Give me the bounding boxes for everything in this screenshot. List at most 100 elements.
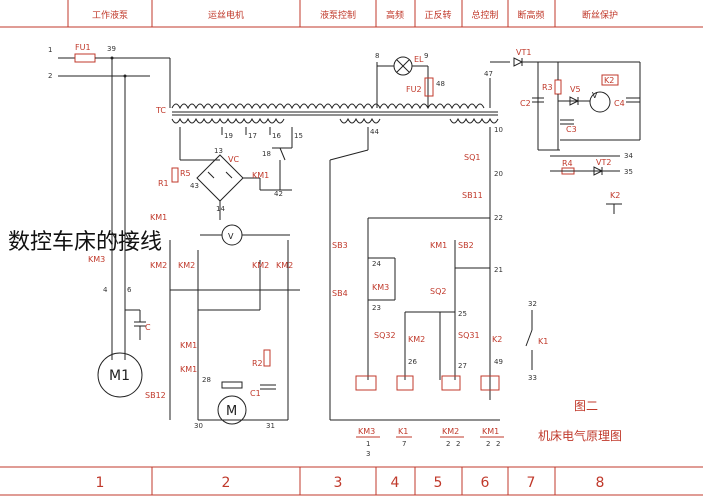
coil-num: 2 xyxy=(496,440,500,448)
overlay-caption: 数控车床的接线 xyxy=(8,230,162,255)
motor-m-label: M xyxy=(226,404,237,419)
transformer-label: TC xyxy=(155,106,166,115)
transistor xyxy=(589,91,611,113)
contact-label: KM1 xyxy=(430,241,447,250)
contact-label: KM3 xyxy=(372,283,389,292)
node-num: 21 xyxy=(494,266,503,274)
control-columns: 8 9 48 EL FU2 47 VT1 44 10 20 22 21 24 2… xyxy=(329,48,640,421)
node-num: 8 xyxy=(375,52,379,60)
node-num: 28 xyxy=(202,376,211,384)
relay-label: K2 xyxy=(492,335,502,344)
limit-label: SQ1 xyxy=(464,153,480,162)
footer-band: 1 2 3 4 5 6 7 8 xyxy=(0,466,703,496)
node-num: 43 xyxy=(190,182,199,190)
motor-m1 xyxy=(97,352,143,398)
header-band: 工作液泵 运丝电机 液泵控制 高频 正反转 总控制 断高频 断丝保护 xyxy=(0,0,703,28)
switch-label: SB3 xyxy=(332,241,348,250)
switch-label: SB2 xyxy=(458,241,474,250)
diode-label: VT1 xyxy=(516,48,531,57)
contact-label: KM3 xyxy=(88,255,105,264)
footer-cell: 4 xyxy=(391,475,400,491)
node-num: 17 xyxy=(248,132,257,140)
node-num: 44 xyxy=(370,128,379,136)
rectifier-label: VC xyxy=(228,155,239,164)
footer-cell: 6 xyxy=(481,475,490,491)
switch-label: SB11 xyxy=(462,191,483,200)
node-num: 25 xyxy=(458,310,467,318)
protection-circuit: C2 R3 C3 V5 V K2 C4 34 R4 VT2 35 K2 xyxy=(520,62,641,214)
resistor-label: R2 xyxy=(252,359,263,368)
diode-label: V5 xyxy=(570,85,581,94)
switch-label: SB12 xyxy=(145,391,166,400)
node-num: 27 xyxy=(458,362,467,370)
k1-contact: 32 K1 33 xyxy=(525,300,548,382)
rectifier-vc: VC 13 43 14 V 18 42 KM1 R1 R5 xyxy=(158,127,293,246)
node-num: 32 xyxy=(528,300,537,308)
node-num: 39 xyxy=(107,45,116,53)
node-num: 31 xyxy=(266,422,275,430)
node-num: 22 xyxy=(494,214,503,222)
capacitor-label: C2 xyxy=(520,99,531,108)
node-num: 16 xyxy=(272,132,281,140)
resistor-r1 xyxy=(171,167,179,183)
contact-label: KM1 xyxy=(180,341,197,350)
coil-name: KM1 xyxy=(482,427,499,436)
node-num: 42 xyxy=(274,190,283,198)
coil-name: KM3 xyxy=(358,427,375,436)
footer-cell: 1 xyxy=(96,475,105,491)
coil-num: 2 xyxy=(486,440,490,448)
footer-cell: 5 xyxy=(434,475,443,491)
header-cell: 正反转 xyxy=(424,9,451,21)
coil-name: K1 xyxy=(398,427,408,436)
contact-label: K1 xyxy=(538,337,548,346)
node-num: 35 xyxy=(624,168,633,176)
motor-m1-circuit: KM3 4 6 C M1 SB12 xyxy=(88,231,166,400)
contact-label: KM2 xyxy=(276,261,293,270)
coil-name: KM2 xyxy=(442,427,459,436)
node-num: 1 xyxy=(48,46,52,54)
node-num: 24 xyxy=(372,260,381,268)
node-num: 2 xyxy=(48,72,52,80)
node-num: 30 xyxy=(194,422,203,430)
node-num: 47 xyxy=(484,70,493,78)
contact-label: KM1 xyxy=(180,365,197,374)
contact-label: KM2 xyxy=(178,261,195,270)
node-num: 4 xyxy=(103,286,108,294)
transistor-label: V xyxy=(592,91,598,100)
relay-k2 xyxy=(601,74,619,86)
header-cell: 高频 xyxy=(386,9,404,21)
figure-caption: 机床电气原理图 xyxy=(538,428,622,443)
capacitor-label: C4 xyxy=(614,99,625,108)
relay-label: K2 xyxy=(604,76,614,85)
transformer-tc: TC 19 17 16 15 xyxy=(155,103,499,140)
capacitor-label: C3 xyxy=(566,125,577,134)
header-cell: 液泵控制 xyxy=(320,9,356,21)
limit-label: SQ2 xyxy=(430,287,446,296)
resistor-label: R1 xyxy=(158,179,169,188)
limit-label: SQ32 xyxy=(374,331,396,340)
coil-num: 7 xyxy=(402,440,406,448)
coil-legend: KM3 1 3 K1 7 KM2 2 2 KM1 2 2 xyxy=(356,427,504,458)
capacitor-label: C xyxy=(145,323,151,332)
footer-cell: 2 xyxy=(222,475,231,491)
resistor-label: R3 xyxy=(542,83,553,92)
coil-num: 2 xyxy=(446,440,450,448)
coil-km1 xyxy=(480,375,500,391)
node-num: 20 xyxy=(494,170,503,178)
contact-label: KM2 xyxy=(150,261,167,270)
coil-km3 xyxy=(355,375,377,391)
contact-label: KM1 xyxy=(252,171,269,180)
node-num: 13 xyxy=(214,147,223,155)
node-num: 23 xyxy=(372,304,381,312)
header-cell: 断高频 xyxy=(517,9,544,21)
node-num: 34 xyxy=(624,152,633,160)
resistor-label: R4 xyxy=(562,159,573,168)
fuse-fu1 xyxy=(74,53,96,63)
coil-num: 3 xyxy=(366,450,370,458)
lamp-label: EL xyxy=(414,55,424,64)
switch-label: SB4 xyxy=(332,289,348,298)
resistor-label: R5 xyxy=(180,169,191,178)
contact-label: KM2 xyxy=(408,335,425,344)
